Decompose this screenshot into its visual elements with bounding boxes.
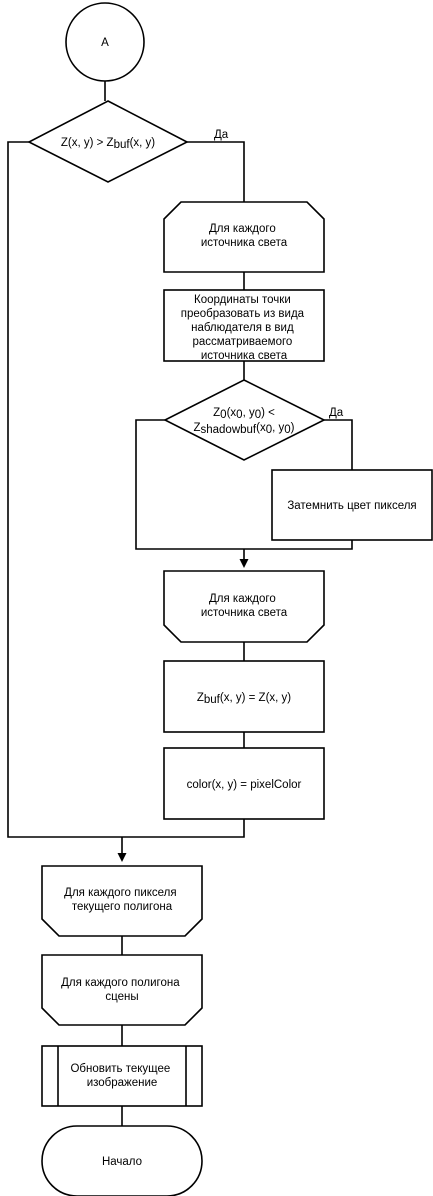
decision-shadow-label-line2: Zshadowbuf(x0, y0) [193, 422, 294, 436]
decision-zbuf-label: Z(x, y) > Zbuf(x, y) [61, 137, 155, 151]
edges [7, 81, 353, 1126]
arrowhead-to-pixel-loop [117, 853, 127, 862]
loop-end-lights-label: Для каждого источника света [201, 593, 288, 619]
edge-decision-no [7, 141, 122, 838]
update-image-label: Обновить текущее изображение [70, 1063, 173, 1089]
assign-color-label: color(x, y) = pixelColor [187, 779, 302, 791]
edge-darken-to-merge [244, 540, 353, 550]
decision-shadow: Z0(x0, y0) < Zshadowbuf(x0, y0) Да [163, 379, 344, 461]
loop-end-polygons-label: Для каждого полигона сцены [61, 977, 183, 1003]
darken-pixel: Затемнить цвет пикселя [271, 469, 433, 541]
edge-shadow-yes [324, 419, 353, 470]
transform-coords: Координаты точки преобразовать из вида н… [163, 289, 325, 362]
assign-zbuf-label: Zbuf(x, y) = Z(x, y) [197, 692, 291, 706]
decision-shadow-label-line1: Z0(x0, y0) < [213, 407, 275, 421]
transform-coords-label: Координаты точки преобразовать из вида н… [181, 294, 308, 362]
edge-color-to-merge [122, 819, 245, 838]
loop-start-lights: Для каждого источника света [163, 201, 325, 273]
darken-pixel-label: Затемнить цвет пикселя [287, 500, 416, 512]
update-image: Обновить текущее изображение [41, 1045, 203, 1107]
arrowhead-to-loop-end [239, 559, 249, 568]
assign-color: color(x, y) = pixelColor [163, 747, 325, 820]
decision-zbuf-yes-label: Да [214, 129, 229, 141]
terminal-start-label: Начало [102, 1156, 142, 1168]
loop-end-polygons: Для каждого полигона сцены [41, 954, 203, 1026]
loop-start-lights-label: Для каждого источника света [201, 223, 288, 249]
assign-zbuf: Zbuf(x, y) = Z(x, y) [163, 660, 325, 733]
loop-end-lights: Для каждого источника света [163, 570, 325, 643]
edge-decision-yes [187, 141, 245, 202]
edge-shadow-no [135, 419, 244, 550]
connector-a-label: A [101, 37, 109, 49]
loop-end-pixels: Для каждого пикселя текущего полигона [41, 865, 203, 937]
loop-end-pixels-label: Для каждого пикселя текущего полигона [64, 887, 180, 913]
connector-a: A [65, 2, 145, 82]
terminal-start: Начало [41, 1125, 203, 1196]
decision-shadow-yes-label: Да [329, 407, 344, 419]
decision-zbuf: Z(x, y) > Zbuf(x, y) Да [27, 100, 229, 183]
